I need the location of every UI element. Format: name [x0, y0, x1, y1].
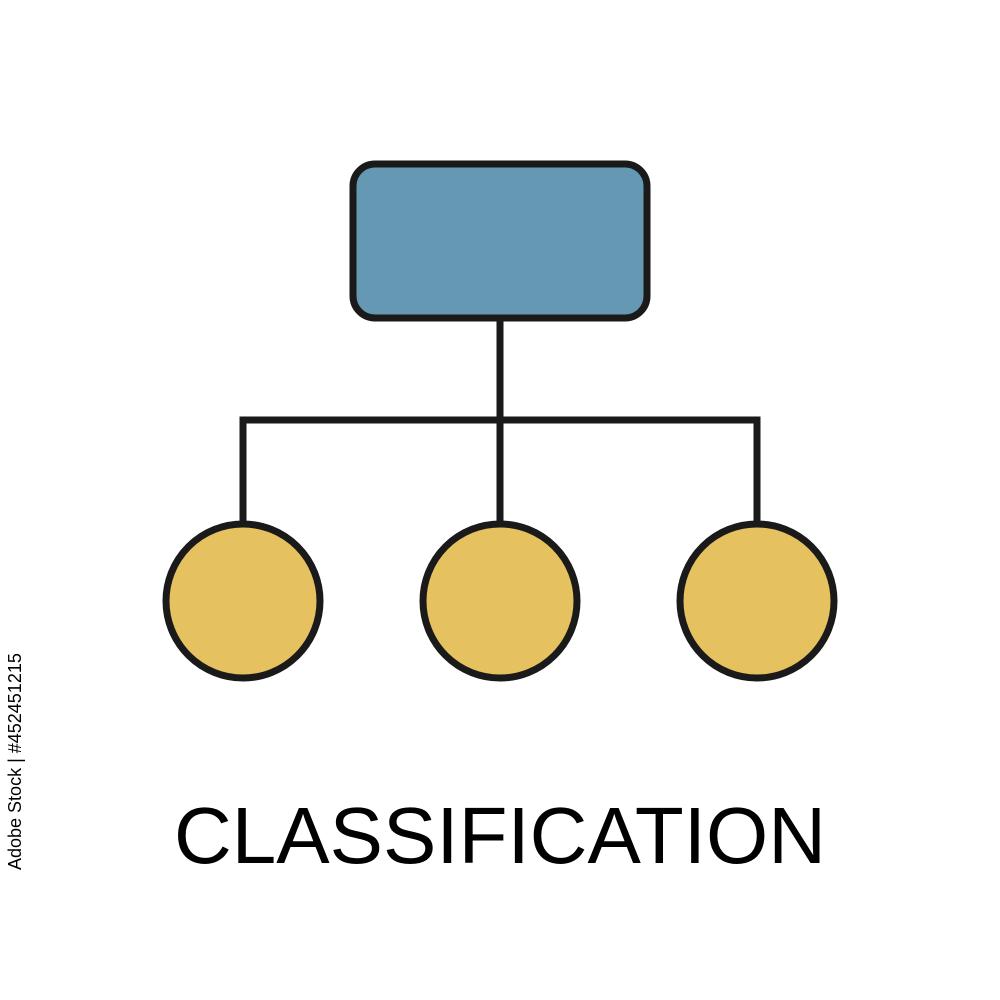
diagram-caption: CLASSIFICATION: [174, 791, 826, 880]
stock-id-label: Adobe Stock | #452451215: [5, 653, 25, 870]
leaf-node-center: [419, 520, 581, 682]
leaf-node-left: [162, 520, 324, 682]
connector-lines: [239, 318, 761, 524]
leaf-node-right: [676, 520, 838, 682]
root-node: [349, 160, 651, 322]
